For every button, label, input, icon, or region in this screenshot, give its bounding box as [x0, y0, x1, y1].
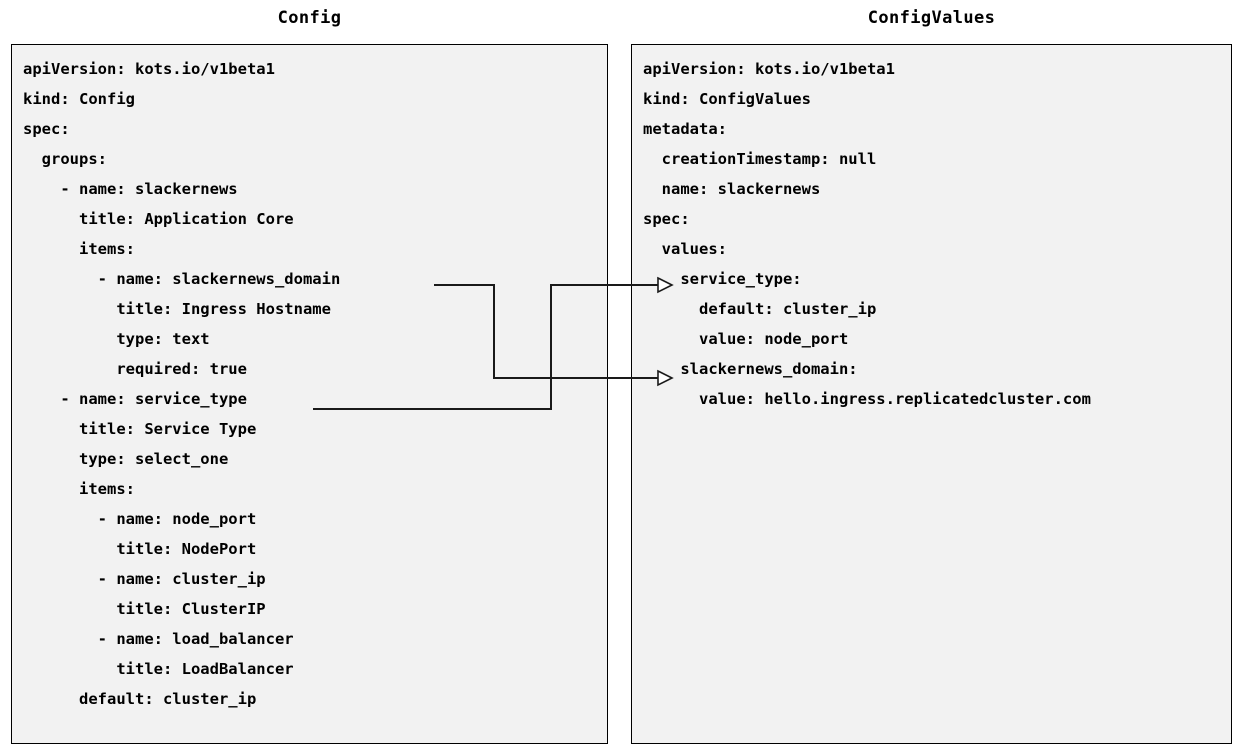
- config-panel: apiVersion: kots.io/v1beta1 kind: Config s…: [11, 44, 608, 744]
- config-code-line: - name: slackernews_domain: [23, 270, 341, 288]
- config-code-line: - name: cluster_ip: [23, 570, 266, 588]
- configvalues-code-line: default: cluster_ip: [643, 300, 877, 318]
- configvalues-panel-title: ConfigValues: [867, 8, 996, 28]
- config-code-line: type: select_one: [23, 450, 229, 468]
- configvalues-code-line: values:: [643, 240, 727, 258]
- config-code-line: title: LoadBalancer: [23, 660, 294, 678]
- config-code-line: - name: slackernews: [23, 180, 238, 198]
- config-code-line: - name: node_port: [23, 510, 257, 528]
- config-code-line: groups:: [23, 150, 107, 168]
- configvalues-code-line: slackernews_domain:: [643, 360, 858, 378]
- config-code-line: apiVersion: kots.io/v1beta1: [23, 60, 275, 78]
- config-code-block: apiVersion: kots.io/v1beta1 kind: Config s…: [23, 54, 607, 714]
- config-code-line: spec:: [23, 120, 70, 138]
- config-code-line: title: ClusterIP: [23, 600, 266, 618]
- config-code-line: - name: load_balancer: [23, 630, 294, 648]
- configvalues-code-line: metadata:: [643, 120, 727, 138]
- configvalues-code-line: spec:: [643, 210, 690, 228]
- config-code-line: - name: service_type: [23, 390, 247, 408]
- configvalues-code-block: apiVersion: kots.io/v1beta1 kind: ConfigV…: [643, 54, 1231, 414]
- configvalues-code-line: kind: ConfigValues: [643, 90, 811, 108]
- configvalues-code-line: creationTimestamp: null: [643, 150, 877, 168]
- config-code-line: required: true: [23, 360, 247, 378]
- config-panel-title: Config: [277, 8, 342, 28]
- configvalues-code-line: name: slackernews: [643, 180, 821, 198]
- config-code-line: title: Application Core: [23, 210, 294, 228]
- config-code-line: items:: [23, 240, 135, 258]
- configvalues-code-line: apiVersion: kots.io/v1beta1: [643, 60, 895, 78]
- configvalues-code-line: service_type:: [643, 270, 802, 288]
- config-code-line: title: NodePort: [23, 540, 257, 558]
- config-code-line: type: text: [23, 330, 210, 348]
- config-code-line: items:: [23, 480, 135, 498]
- config-code-line: default: cluster_ip: [23, 690, 257, 708]
- config-code-line: title: Ingress Hostname: [23, 300, 331, 318]
- config-code-line: kind: Config: [23, 90, 135, 108]
- configvalues-code-line: value: hello.ingress.replicatedcluster.c…: [643, 390, 1091, 408]
- configvalues-panel: apiVersion: kots.io/v1beta1 kind: ConfigV…: [631, 44, 1232, 744]
- configvalues-code-line: value: node_port: [643, 330, 849, 348]
- config-code-line: title: Service Type: [23, 420, 257, 438]
